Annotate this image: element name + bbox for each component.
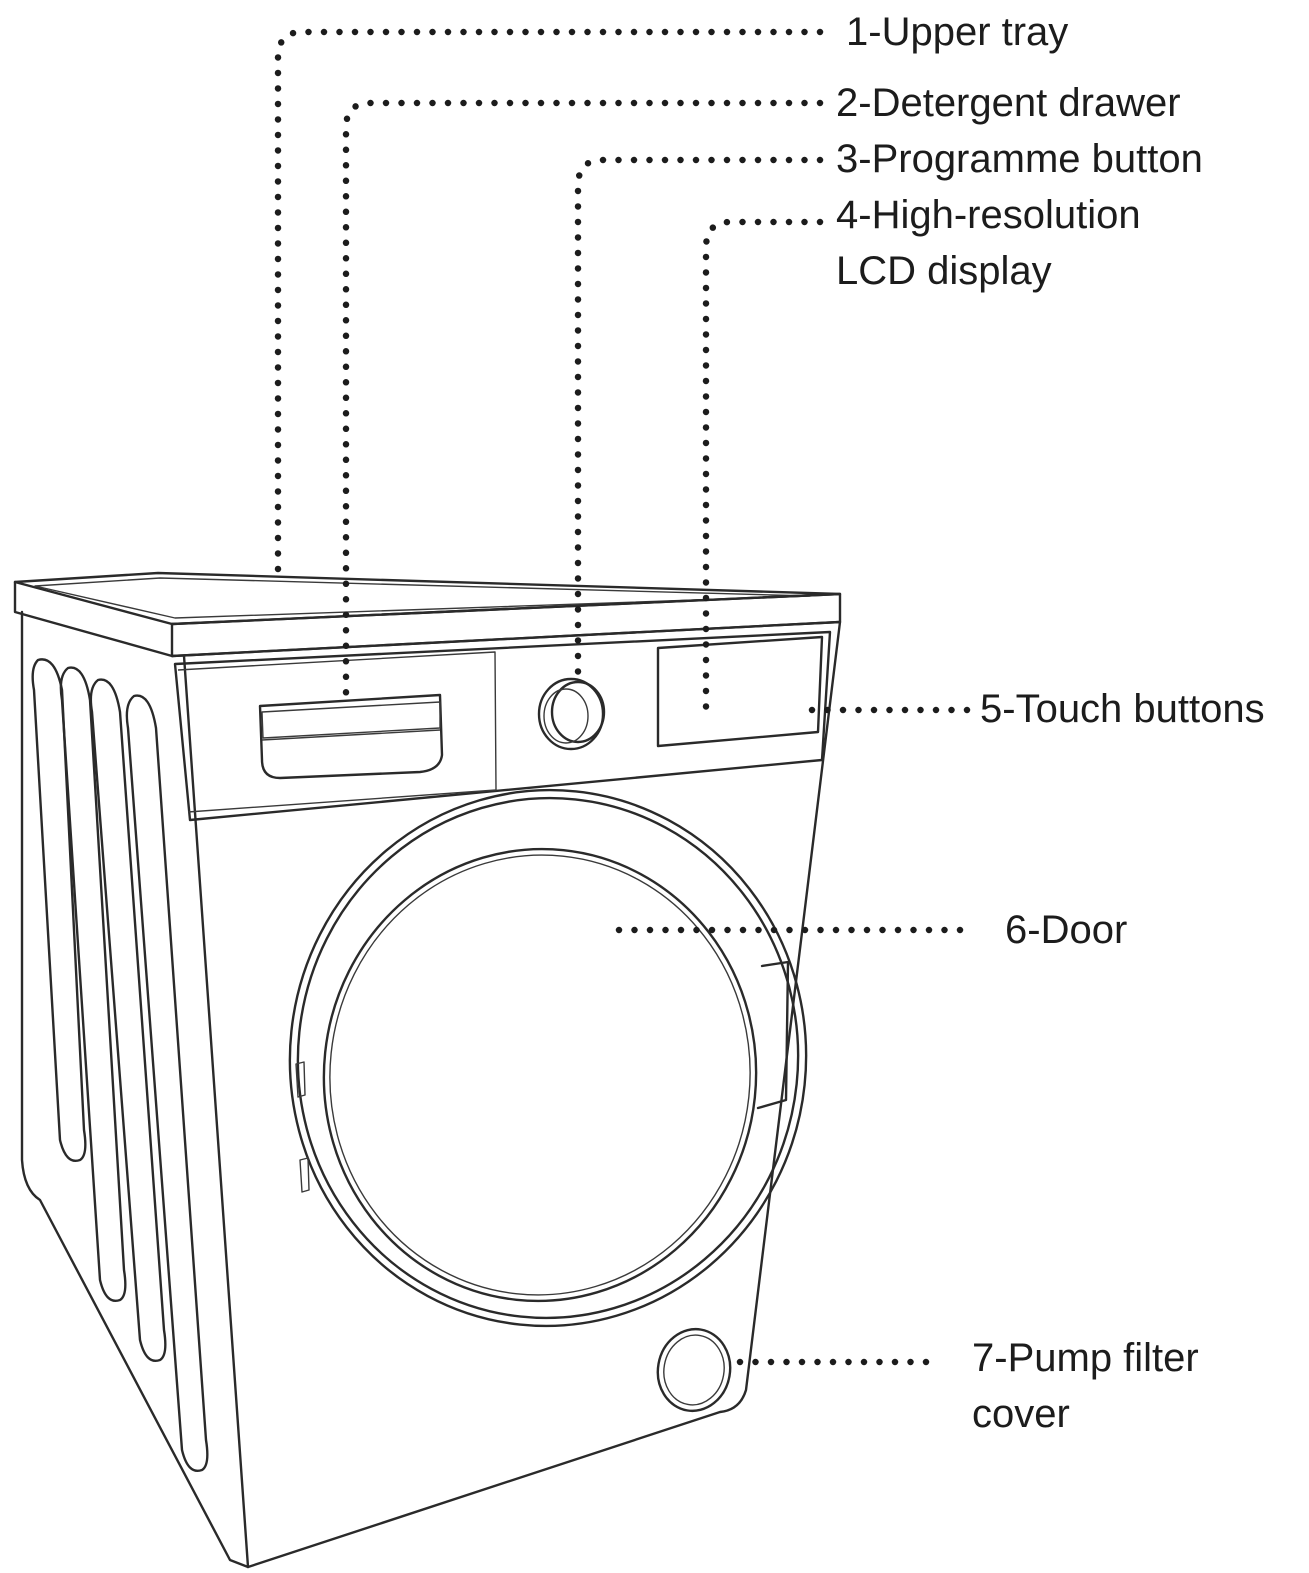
door-shape xyxy=(288,788,808,1328)
label-programme-button: 3-Programme button xyxy=(836,137,1203,181)
programme-knob xyxy=(537,677,606,751)
side-panel xyxy=(20,610,250,1569)
label-lcd-display: 4-High-resolution xyxy=(836,193,1141,237)
front-body xyxy=(170,620,842,1569)
label-touch-buttons: 5-Touch buttons xyxy=(980,687,1265,731)
label-pump-filter-cover: 7-Pump filter xyxy=(972,1336,1199,1380)
pump-filter-cover-shape xyxy=(656,1327,732,1413)
control-panel xyxy=(173,630,832,822)
washing-machine-illustration xyxy=(13,571,842,1569)
label-lcd-display-line2: LCD display xyxy=(836,249,1052,293)
label-pump-filter-cover-line2: cover xyxy=(972,1392,1070,1436)
leader-detergent-drawer xyxy=(342,99,824,704)
leader-lcd-display xyxy=(702,218,824,712)
label-detergent-drawer: 2-Detergent drawer xyxy=(836,81,1181,125)
leader-programme-button xyxy=(574,156,824,680)
label-upper-tray: 1-Upper tray xyxy=(846,10,1069,54)
leader-upper-tray xyxy=(274,28,824,576)
detergent-drawer-shape xyxy=(258,693,444,780)
leader-lines xyxy=(274,28,974,1366)
lcd-display-shape xyxy=(656,635,824,748)
label-door: 6-Door xyxy=(1005,908,1128,952)
